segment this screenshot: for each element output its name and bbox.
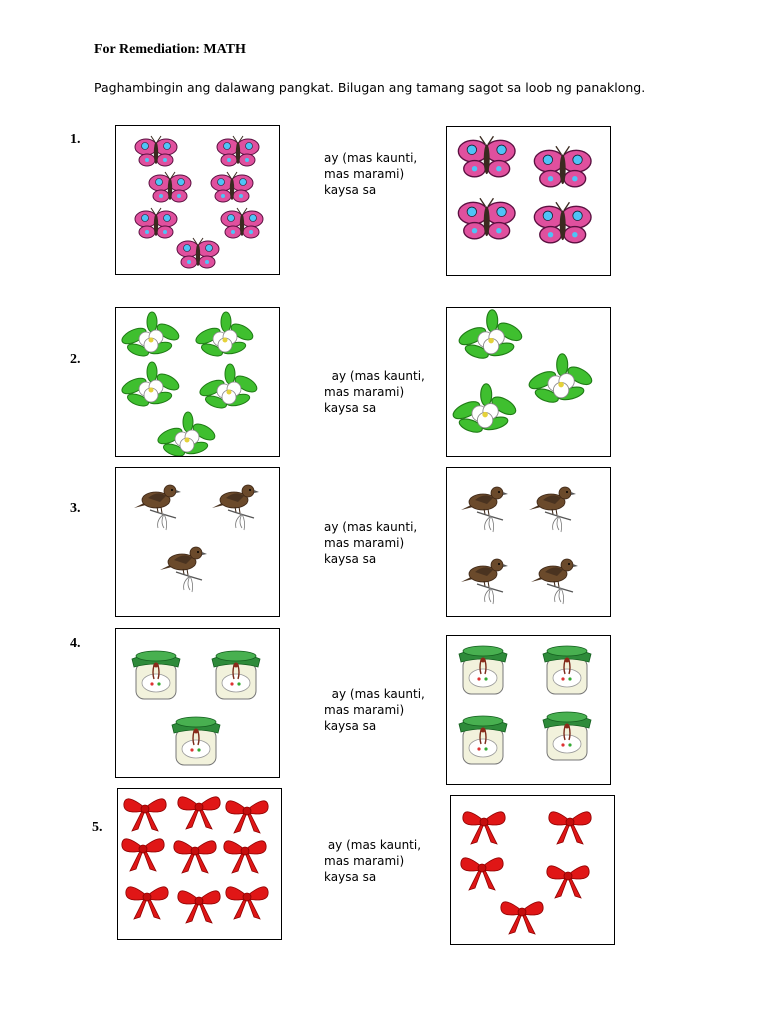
group-left-2 [115, 307, 280, 457]
jar-group-right [458, 645, 592, 765]
flower-group-left [119, 311, 260, 456]
group-left-1 [115, 125, 280, 275]
butterfly-group-right [457, 135, 592, 244]
item-number-5: 5. [92, 820, 103, 835]
page-title: For Remediation: MATH [94, 42, 246, 57]
group-right-1 [446, 126, 611, 276]
comparison-text-1: ay (mas kaunti,mas marami)kaysa sa [324, 151, 418, 197]
comparison-text-3: ay (mas kaunti,mas marami)kaysa sa [324, 520, 418, 566]
bird-group-left [133, 484, 260, 593]
item-number-3: 3. [70, 501, 81, 516]
comparison-text-5: ay (mas kaunti,mas marami)kaysa sa [324, 838, 422, 884]
butterfly-group-left [134, 135, 264, 269]
comparison-text-4: ay (mas kaunti,mas marami)kaysa sa [324, 687, 425, 733]
bird-group-right [460, 486, 579, 605]
jar-group-left [131, 650, 261, 766]
bow-group-right [460, 811, 592, 935]
group-right-2 [446, 307, 611, 457]
group-right-3 [446, 467, 611, 617]
comparison-text-2: ay (mas kaunti,mas marami)kaysa sa [324, 369, 425, 415]
group-left-5 [117, 788, 282, 940]
item-number-4: 4. [70, 636, 81, 651]
item-number-2: 2. [70, 352, 81, 367]
group-right-4 [446, 635, 611, 785]
group-left-4 [115, 628, 280, 778]
group-left-3 [115, 467, 280, 617]
bow-group-left [121, 796, 269, 924]
instruction-text: Paghambingin ang dalawang pangkat. Bilug… [94, 80, 646, 95]
flower-group-right [450, 309, 596, 436]
item-number-1: 1. [70, 132, 81, 147]
group-right-5 [450, 795, 615, 945]
